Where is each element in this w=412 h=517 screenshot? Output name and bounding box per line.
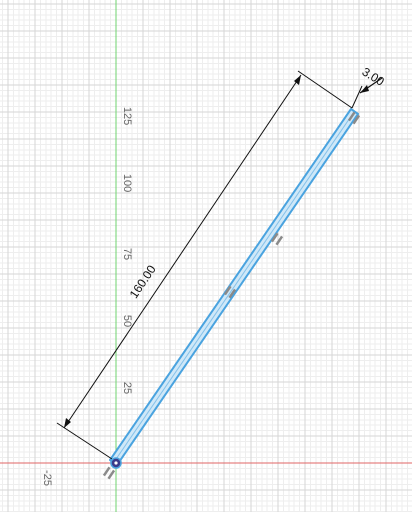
width-dimension-arrow	[360, 85, 369, 93]
axis-tick-label-100: 100	[121, 174, 133, 192]
axis-tick-label-25: 25	[121, 382, 133, 394]
parallel-constraint-icon[interactable]	[270, 232, 284, 246]
slot-centerline[interactable]	[113, 111, 355, 463]
parallel-constraint-icon[interactable]	[223, 285, 237, 299]
width-extension-line	[351, 85, 363, 109]
axis-tick-label-75: 75	[121, 248, 133, 260]
dimension-arrow-end	[294, 75, 301, 85]
dimension-line	[63, 74, 302, 429]
origin-icon[interactable]	[110, 457, 122, 469]
parallel-constraint-icon[interactable]	[347, 111, 361, 125]
dimension-arrow-start	[64, 418, 71, 428]
width-dimension[interactable]: 3.00	[351, 64, 387, 109]
axis-tick-label-50: 50	[121, 315, 133, 327]
dimension-extension-line-start	[56, 422, 113, 460]
dimension-extension-line-end	[297, 70, 353, 109]
axis-tick-label-125: 125	[121, 107, 133, 125]
parallel-constraint-icon[interactable]	[102, 466, 116, 480]
axis-tick-label-minus-25: -25	[41, 470, 53, 486]
length-dimension[interactable]: 160.00	[56, 70, 353, 460]
